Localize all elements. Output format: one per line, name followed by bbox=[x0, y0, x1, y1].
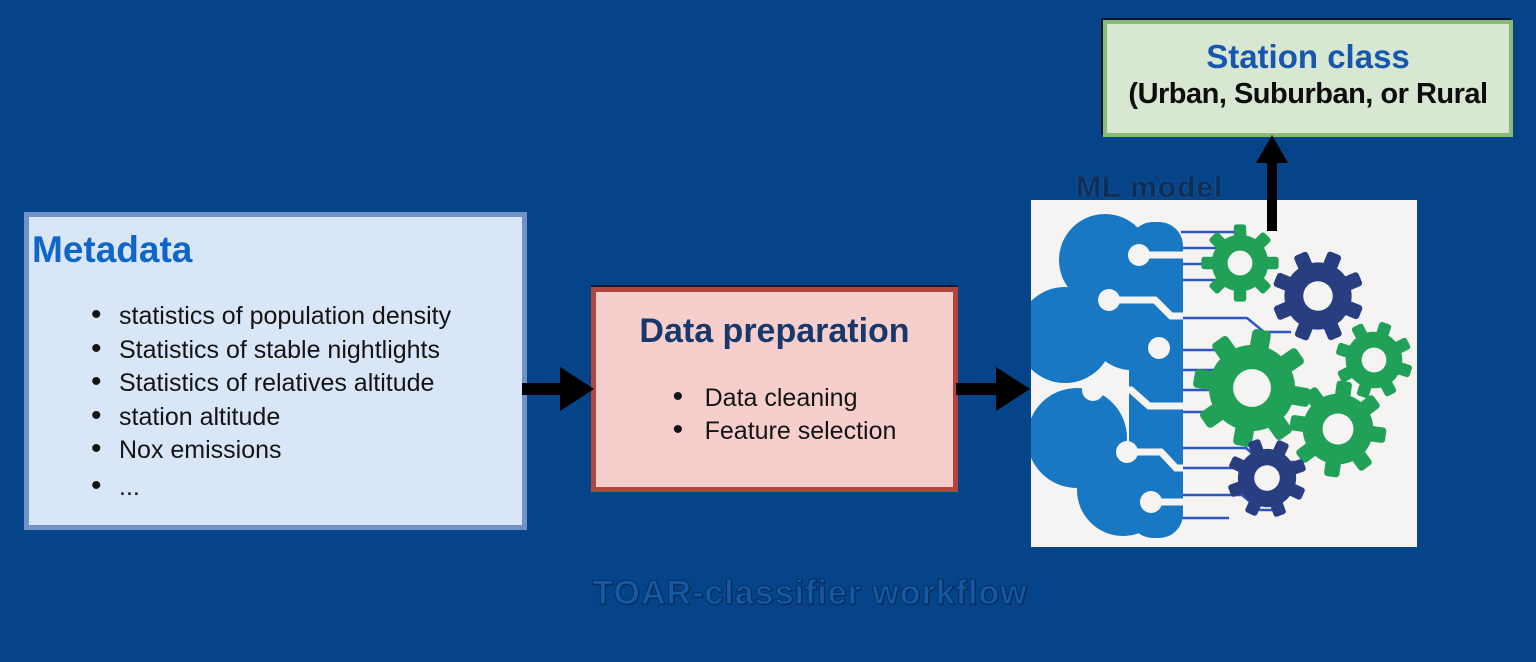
brain-nodes bbox=[1082, 244, 1170, 513]
list-item: Data cleaning bbox=[673, 381, 897, 414]
metadata-box: Metadata statistics of population densit… bbox=[24, 212, 527, 530]
station-class-box: Station class (Urban, Suburban, or Rural bbox=[1103, 20, 1513, 137]
metadata-title: Metadata bbox=[32, 229, 193, 270]
station-class-subtitle: (Urban, Suburban, or Rural bbox=[1128, 78, 1488, 110]
list-item: ... bbox=[91, 470, 522, 504]
list-item: Statistics of relatives altitude bbox=[91, 366, 522, 400]
list-item: Statistics of stable nightlights bbox=[91, 333, 522, 367]
gear-icon bbox=[1183, 319, 1321, 457]
list-item: statistics of population density bbox=[91, 299, 522, 333]
data-preparation-list: Data cleaning Feature selection bbox=[673, 381, 897, 447]
ml-model-label: ML model bbox=[1076, 171, 1224, 204]
data-preparation-box: Data preparation Data cleaning Feature s… bbox=[591, 287, 958, 492]
list-item: station altitude bbox=[91, 400, 522, 434]
gear-icon bbox=[1214, 425, 1320, 531]
brain-icon bbox=[1017, 214, 1183, 538]
up-arrow-icon bbox=[1256, 135, 1288, 231]
list-item: Feature selection bbox=[673, 414, 897, 447]
diagram-caption: TOAR-classifier workflow bbox=[592, 574, 1028, 613]
station-class-title: Station class bbox=[1206, 38, 1410, 75]
ml-model-illustration bbox=[1017, 214, 1423, 538]
ml-model-panel bbox=[1017, 200, 1423, 547]
right-arrow-icon bbox=[956, 367, 1030, 411]
data-preparation-title: Data preparation bbox=[639, 312, 910, 350]
gear-icon bbox=[1201, 224, 1279, 302]
metadata-list: statistics of population density Statist… bbox=[91, 299, 522, 503]
list-item: Nox emissions bbox=[91, 433, 522, 467]
right-arrow-icon bbox=[522, 367, 594, 411]
